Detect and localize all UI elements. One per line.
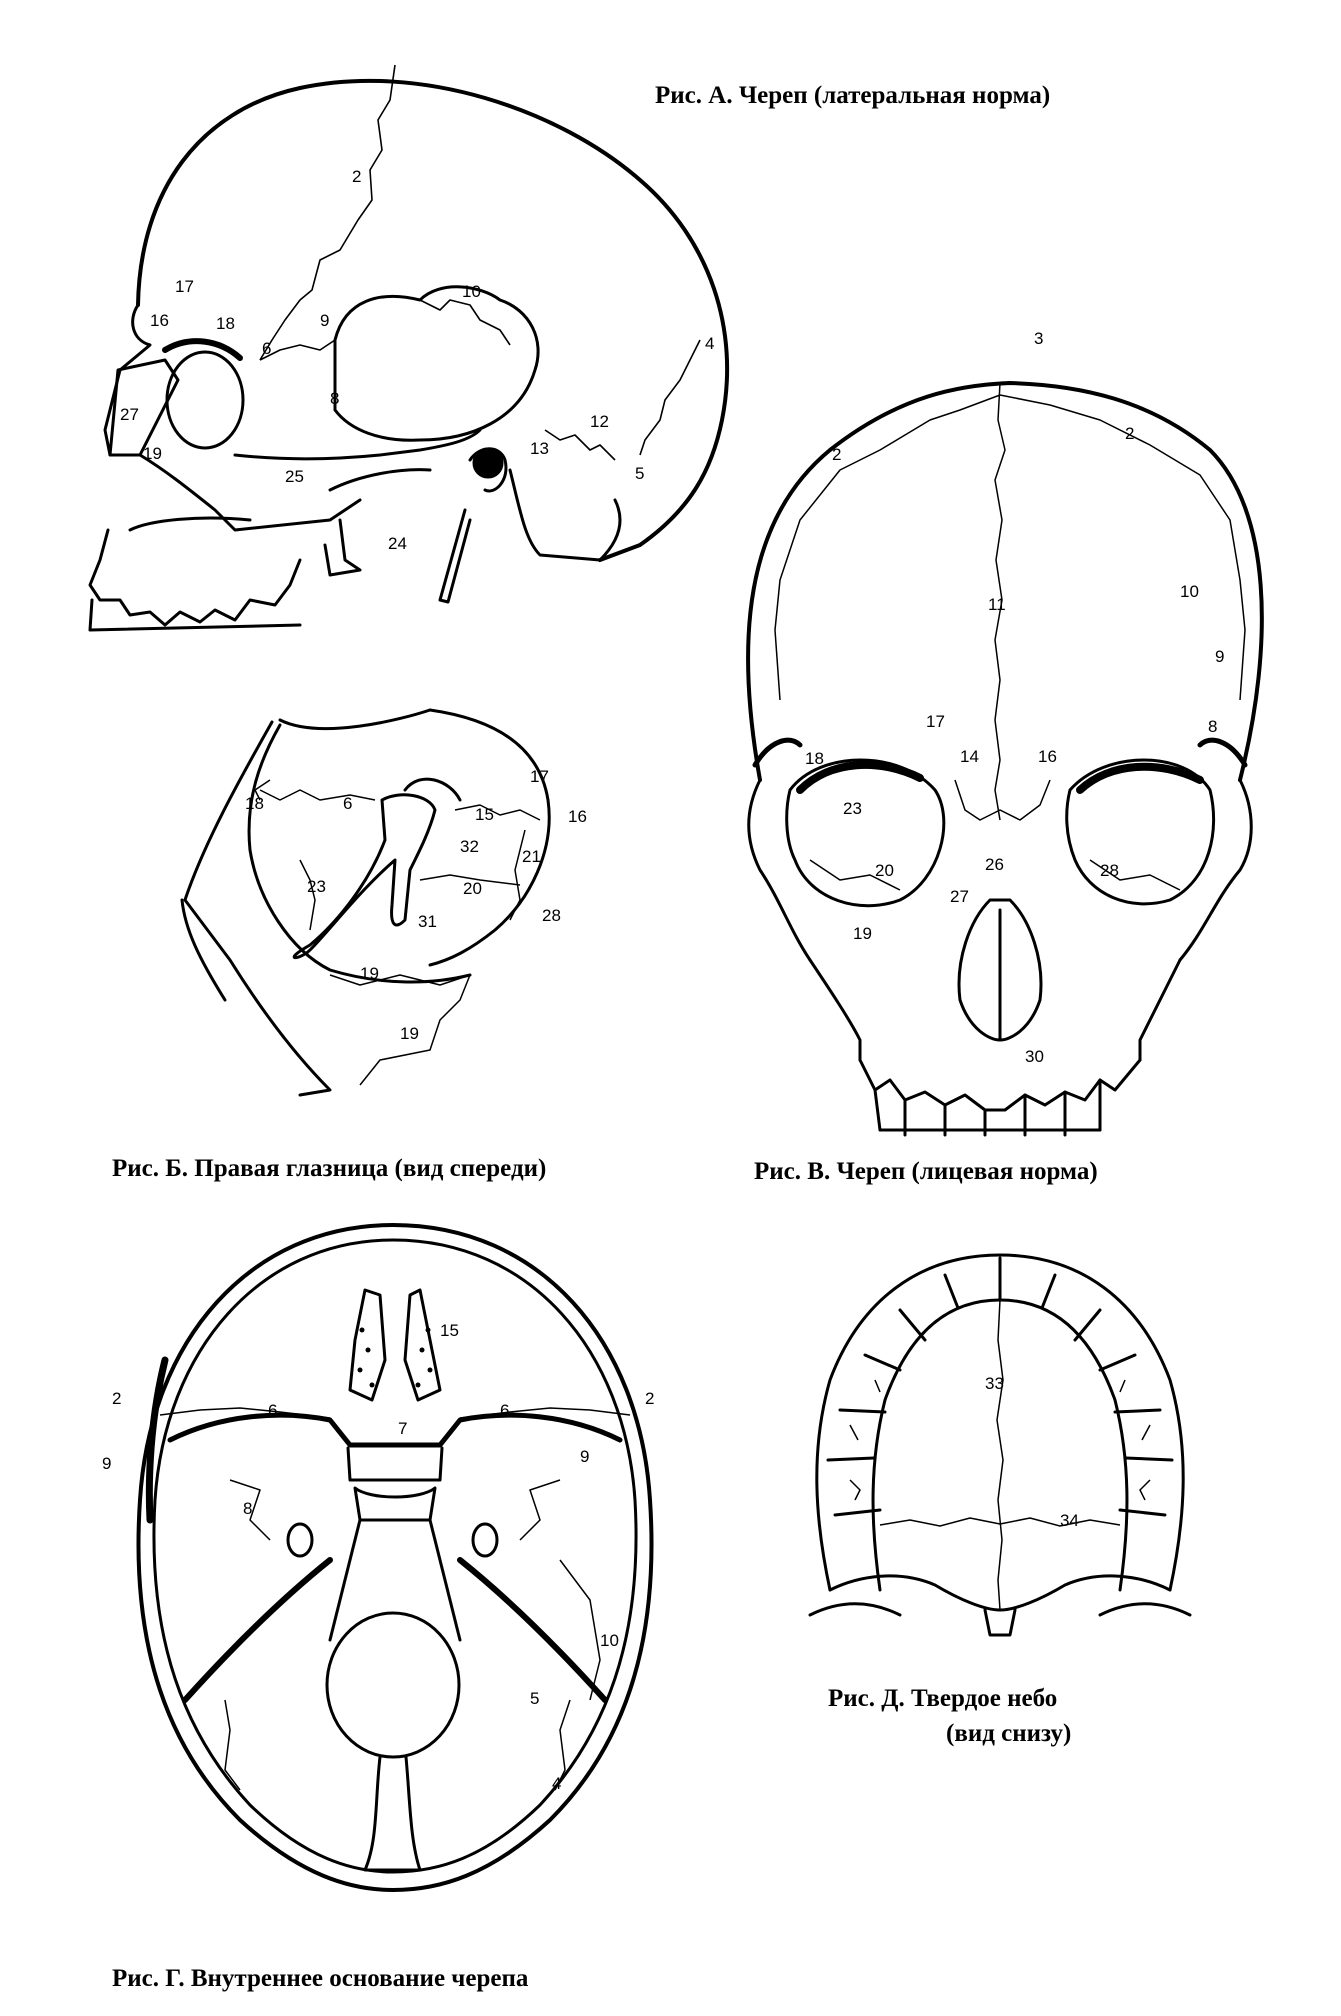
label-v-23: 23 (843, 799, 862, 818)
label-v-19: 19 (853, 924, 872, 943)
label-g-4: 4 (552, 1774, 562, 1793)
skull-base-drawing (0, 0, 760, 1940)
label-v-28: 28 (1100, 861, 1119, 880)
label-a-10: 10 (462, 282, 481, 301)
caption-figure-v: Рис. В. Череп (лицевая норма) (754, 1158, 1098, 1185)
lateral-skull-drawing (0, 0, 760, 680)
caption-figure-g: Рис. Г. Внутреннее основание черепа (112, 1965, 529, 1992)
label-v-18: 18 (805, 749, 824, 768)
label-v-3: 3 (1034, 329, 1044, 348)
label-v-26: 26 (985, 855, 1004, 874)
label-a-13: 13 (530, 439, 549, 458)
caption-figure-d-line1: Рис. Д. Твердое небо (828, 1685, 1058, 1712)
label-v-11: 11 (988, 595, 1006, 614)
label-g-8: 8 (243, 1499, 253, 1518)
label-b-23: 23 (307, 877, 326, 896)
label-a-2: 2 (352, 167, 362, 186)
label-g-15: 15 (440, 1321, 459, 1340)
label-v-16: 16 (1038, 747, 1057, 766)
label-a-19: 19 (143, 444, 162, 463)
label-v-20: 20 (875, 861, 894, 880)
label-a-18: 18 (216, 314, 235, 333)
label-a-12: 12 (590, 412, 609, 431)
label-g-2a: 2 (112, 1389, 122, 1408)
label-a-24: 24 (388, 534, 407, 553)
label-g-10: 10 (600, 1631, 619, 1650)
label-v-2b: 2 (1125, 424, 1135, 443)
label-b-16: 16 (568, 807, 587, 826)
label-b-17: 17 (530, 767, 549, 786)
label-g-5: 5 (530, 1689, 540, 1708)
label-a-8: 8 (330, 389, 340, 408)
caption-figure-a: Рис. А. Череп (латеральная норма) (655, 82, 1051, 109)
caption-figure-d-line2: (вид снизу) (946, 1720, 1072, 1747)
label-a-17: 17 (175, 277, 194, 296)
label-b-21: 21 (522, 847, 541, 866)
label-d-33: 33 (985, 1374, 1004, 1393)
label-g-9a: 9 (102, 1454, 112, 1473)
label-b-28: 28 (542, 906, 561, 925)
label-b-32: 32 (460, 837, 479, 856)
label-g-2b: 2 (645, 1389, 655, 1408)
label-b-19b: 19 (400, 1024, 419, 1043)
label-v-10: 10 (1180, 582, 1199, 601)
label-v-9: 9 (1215, 647, 1225, 666)
label-a-27: 27 (120, 405, 139, 424)
label-v-2a: 2 (832, 445, 842, 464)
label-b-20: 20 (463, 879, 482, 898)
label-g-7: 7 (398, 1419, 408, 1438)
label-b-19a: 19 (360, 964, 379, 983)
label-b-15: 15 (475, 805, 494, 824)
label-d-34: 34 (1060, 1511, 1079, 1530)
label-a-6: 6 (262, 339, 272, 358)
label-v-17: 17 (926, 712, 945, 731)
label-a-9: 9 (320, 311, 330, 330)
label-v-30: 30 (1025, 1047, 1044, 1066)
hard-palate-drawing (0, 0, 1341, 1680)
frontal-skull-drawing (0, 0, 1341, 1130)
label-b-18: 18 (245, 794, 264, 813)
right-orbit-drawing (0, 0, 760, 1130)
caption-figure-b: Рис. Б. Правая глазница (вид спереди) (112, 1155, 547, 1182)
label-b-6: 6 (343, 794, 353, 813)
label-a-16: 16 (150, 311, 169, 330)
label-v-14: 14 (960, 747, 979, 766)
label-g-9b: 9 (580, 1447, 590, 1466)
label-a-25: 25 (285, 467, 304, 486)
label-a-4: 4 (705, 334, 715, 353)
label-a-5: 5 (635, 464, 645, 483)
label-g-6a: 6 (268, 1401, 278, 1420)
label-b-31: 31 (418, 912, 437, 931)
label-g-6b: 6 (500, 1401, 510, 1420)
label-v-27: 27 (950, 887, 969, 906)
label-v-8: 8 (1208, 717, 1218, 736)
